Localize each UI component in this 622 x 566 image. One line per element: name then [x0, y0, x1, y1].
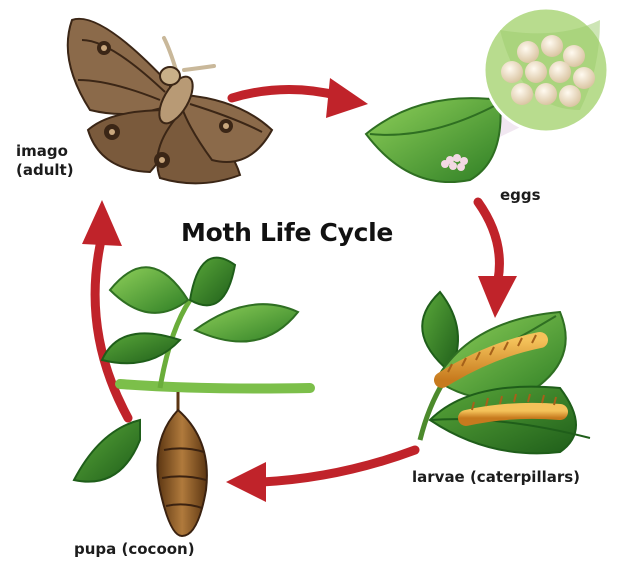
pupa-illustration [74, 258, 310, 536]
label-larvae: larvae (caterpillars) [412, 468, 580, 487]
moth-illustration [68, 19, 272, 184]
eggs-illustration [366, 8, 608, 182]
arrow-larvae-to-pupa [226, 450, 415, 502]
label-pupa: pupa (cocoon) [74, 540, 195, 559]
arrow-eggs-to-larvae [478, 202, 517, 318]
larvae-illustration [420, 292, 590, 453]
label-imago-line1: imago [16, 142, 74, 161]
arrow-imago-to-eggs [232, 78, 368, 118]
label-imago-line2: (adult) [16, 161, 74, 180]
label-eggs: eggs [500, 186, 541, 205]
label-imago: imago (adult) [16, 142, 74, 180]
diagram-title: Moth Life Cycle [181, 218, 393, 247]
